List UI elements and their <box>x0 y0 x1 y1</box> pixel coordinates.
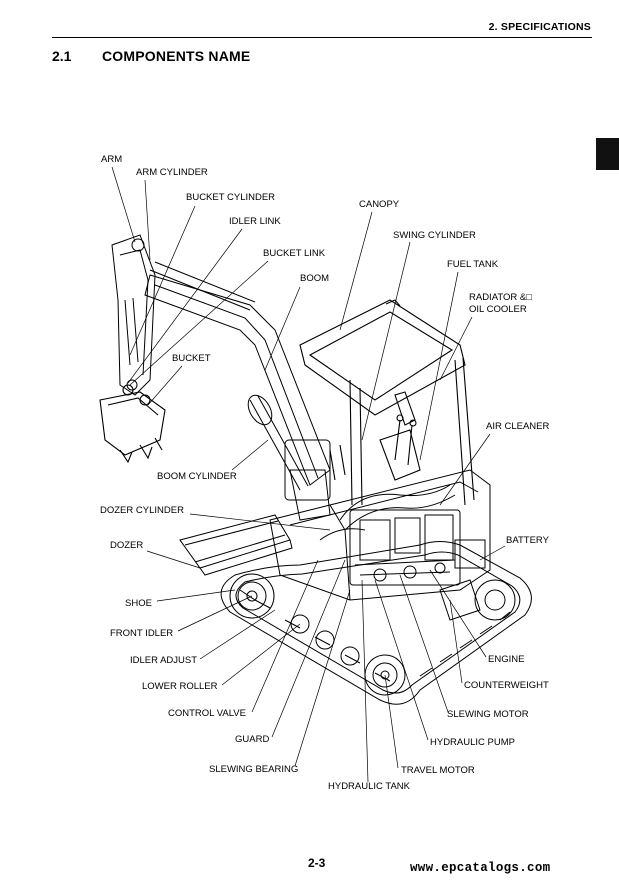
label-boom: BOOM <box>300 273 330 284</box>
label-radiator-line1: RADIATOR &□ <box>469 292 532 303</box>
section-number: 2.1 <box>52 48 72 64</box>
dozer-blade <box>179 514 293 576</box>
section-title: COMPONENTS NAME <box>102 48 251 64</box>
label-hydraulic-pump: HYDRAULIC PUMP <box>430 737 515 748</box>
label-arm-cylinder: ARM CYLINDER <box>136 167 208 178</box>
label-battery: BATTERY <box>506 535 549 546</box>
canopy-frame <box>299 299 475 506</box>
label-fuel-tank: FUEL TANK <box>447 259 499 270</box>
label-canopy: CANOPY <box>359 199 400 210</box>
label-idler-adjust: IDLER ADJUST <box>130 655 198 666</box>
label-shoe: SHOE <box>125 598 152 609</box>
label-boom-cylinder: BOOM CYLINDER <box>157 471 237 482</box>
page-number: 2-3 <box>308 856 326 870</box>
label-lower-roller: LOWER ROLLER <box>142 681 218 692</box>
label-dozer: DOZER <box>110 540 144 551</box>
chapter-tab-marker <box>596 138 619 170</box>
label-slewing-bearing: SLEWING BEARING <box>209 764 299 775</box>
label-radiator-line2: OIL COOLER <box>469 304 527 315</box>
header-title: 2. SPECIFICATIONS <box>488 21 591 33</box>
label-arm: ARM <box>101 154 123 165</box>
leader-lines <box>111 166 506 783</box>
label-engine: ENGINE <box>488 654 525 665</box>
header-rule <box>52 37 592 38</box>
label-idler-link: IDLER LINK <box>229 216 281 227</box>
arm <box>111 234 256 396</box>
label-control-valve: CONTROL VALVE <box>168 708 246 719</box>
label-slewing-motor: SLEWING MOTOR <box>447 709 529 720</box>
upper-structure <box>269 469 491 621</box>
label-front-idler: FRONT IDLER <box>110 628 174 639</box>
label-bucket-link: BUCKET LINK <box>263 248 326 259</box>
label-guard: GUARD <box>235 734 270 745</box>
label-bucket-cylinder: BUCKET CYLINDER <box>186 192 276 203</box>
label-counterweight: COUNTERWEIGHT <box>464 680 549 691</box>
label-air-cleaner: AIR CLEANER <box>486 421 550 432</box>
label-swing-cylinder: SWING CYLINDER <box>393 230 476 241</box>
label-dozer-cylinder: DOZER CYLINDER <box>100 505 184 516</box>
label-bucket: BUCKET <box>172 353 211 364</box>
bucket <box>99 384 166 464</box>
boom <box>144 274 331 521</box>
crawler-track <box>220 541 532 705</box>
label-hydraulic-tank: HYDRAULIC TANK <box>328 781 410 792</box>
label-travel-motor: TRAVEL MOTOR <box>401 765 475 776</box>
watermark: www.epcatalogs.com <box>410 861 551 875</box>
